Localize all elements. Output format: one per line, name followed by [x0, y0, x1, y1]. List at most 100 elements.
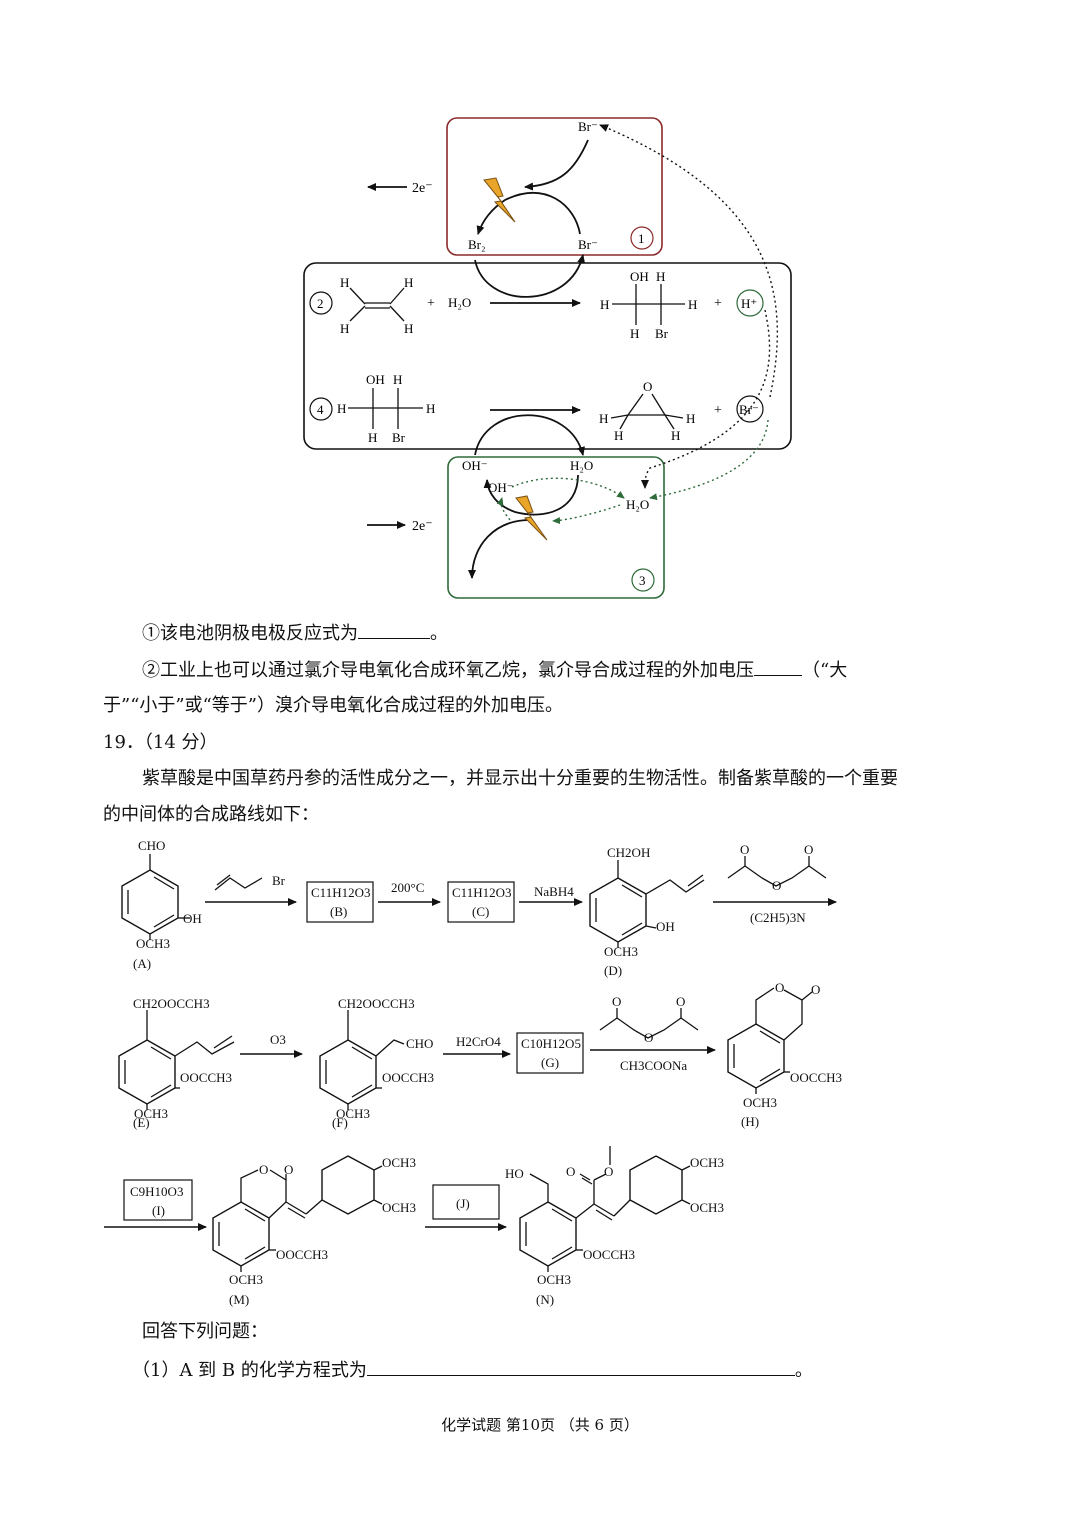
reagent-heat: 200°C: [391, 880, 424, 895]
svg-text:H: H: [337, 401, 346, 416]
svg-text:Br: Br: [392, 430, 406, 445]
compound-J-box: [432, 1184, 500, 1220]
q19-part1: （1）A 到 B 的化学方程式为。: [132, 1357, 813, 1383]
svg-text:OOCCH3: OOCCH3: [790, 1070, 842, 1085]
formula-G: C10H12O5: [521, 1036, 581, 1051]
svg-text:OH: OH: [630, 269, 649, 284]
page-footer: 化学试题 第10页 （共 6 页）: [441, 1416, 639, 1434]
compound-I-box: [123, 1179, 193, 1221]
q19-intro-line1: 紫草酸是中国草药丹参的活性成分之一，并显示出十分重要的生物活性。制备紫草酸的一个…: [142, 768, 898, 789]
svg-text:O: O: [612, 994, 621, 1009]
svg-text:OCH3: OCH3: [134, 1106, 168, 1121]
reagent-sodium-acetate: CH3COONa: [620, 1058, 687, 1073]
svg-text:CHO: CHO: [406, 1036, 433, 1051]
q18-part2-line2: 于”“小于”或“等于”）溴介导电氧化合成过程的外加电压。: [103, 695, 564, 716]
label-E: (E): [133, 1115, 150, 1130]
bromohydrin-structure: OH H H H H Br: [600, 269, 697, 341]
step-4-circle: [309, 397, 333, 421]
cathode-box-3: [447, 456, 665, 599]
svg-text:H: H: [671, 428, 680, 443]
reaction-box-2-4: [303, 262, 792, 450]
svg-text:H: H: [368, 430, 377, 445]
svg-text:H: H: [599, 411, 608, 426]
q19-title: 19．（14 分）: [103, 732, 218, 753]
reagent-allyl-bromide: Br: [272, 873, 286, 888]
electron-in-label: 2e⁻: [412, 519, 433, 534]
compound-G-box: [516, 1032, 584, 1074]
water-top: H₂O: [570, 458, 593, 473]
water-reactant: H₂O: [448, 295, 471, 310]
svg-text:HO: HO: [505, 1166, 524, 1181]
formula-I: C9H10O3: [130, 1184, 183, 1199]
q18-part2-line1: ②工业上也可以通过氯介导电氧化合成环氧乙烷，氯介导合成过程的外加电压（“大: [142, 657, 847, 683]
label-J: (J): [456, 1196, 470, 1211]
svg-text:H: H: [686, 411, 695, 426]
compound-M: O O OCH3 OCH3 OOCCH3 OCH3 (M): [212, 1155, 416, 1307]
label-A: (A): [133, 956, 151, 971]
bromine-label: Br₂: [468, 237, 486, 252]
bromide-top: Br⁻: [578, 119, 598, 134]
svg-text:H: H: [656, 269, 665, 284]
svg-text:OCH3: OCH3: [743, 1095, 777, 1110]
svg-text:OH: OH: [656, 919, 675, 934]
reagent-nabh4: NaBH4: [534, 884, 574, 899]
step-1-circle: [630, 226, 654, 250]
svg-text:OCH3: OCH3: [336, 1106, 370, 1121]
svg-text:OCH3: OCH3: [537, 1272, 571, 1287]
label-G: (G): [541, 1055, 559, 1070]
water-right: H₂O: [626, 497, 649, 512]
svg-text:OOCCH3: OOCCH3: [583, 1247, 635, 1262]
label-I: (I): [152, 1203, 165, 1218]
reagent-ozone: O3: [270, 1032, 286, 1047]
step-3-circle: [631, 568, 655, 592]
proton-circle: [736, 289, 764, 317]
label-M: (M): [229, 1292, 249, 1307]
svg-text:OCH3: OCH3: [229, 1272, 263, 1287]
q19-intro-line2: 的中间体的合成路线如下：: [103, 804, 319, 825]
svg-text:OCH3: OCH3: [382, 1200, 416, 1215]
label-F: (F): [332, 1115, 348, 1130]
acetic-anhydride-reagent: O O O: [727, 842, 827, 893]
compound-F: CH2OOCCH3 CHO OOCCH3 OCH3 (F): [319, 996, 434, 1130]
ethylene-oxide-structure: O H H H H: [599, 379, 695, 443]
compound-D: CH2OH OH OCH3 (D): [589, 845, 705, 978]
compound-E: CH2OOCCH3 OOCCH3 OCH3 (E): [118, 996, 235, 1130]
svg-text:O: O: [740, 842, 749, 857]
svg-text:H: H: [426, 401, 435, 416]
lightning-icon: [515, 495, 548, 541]
compound-B-box: [306, 881, 374, 923]
synthesis-route: CHO OH OCH3 (A) Br C11H12O3 (B) 200°C C1…: [104, 838, 842, 1307]
proton-label: H⁺: [741, 296, 757, 311]
svg-text:O: O: [772, 878, 781, 893]
svg-text:H: H: [404, 275, 413, 290]
label-C: (C): [472, 904, 489, 919]
svg-text:CH2OOCCH3: CH2OOCCH3: [133, 996, 210, 1011]
svg-text:H: H: [340, 275, 349, 290]
compound-H: O O OOCCH3 OCH3 (H): [727, 980, 842, 1129]
lightning-icon: [483, 177, 516, 223]
svg-text:OCH3: OCH3: [690, 1155, 724, 1170]
bromide-circle: [736, 395, 764, 423]
label-N: (N): [536, 1292, 554, 1307]
svg-text:H: H: [340, 321, 349, 336]
svg-text:OH: OH: [183, 911, 202, 926]
svg-text:H: H: [688, 297, 697, 312]
bromide-bottom: Br⁻: [578, 237, 598, 252]
svg-text:OOCCH3: OOCCH3: [276, 1247, 328, 1262]
label-B: (B): [330, 904, 347, 919]
anode-box-1: [446, 117, 663, 256]
formula-B: C11H12O3: [311, 885, 370, 900]
label-H: (H): [741, 1114, 759, 1129]
bromide-product: Br⁻: [739, 402, 759, 417]
svg-text:O: O: [259, 1162, 268, 1177]
label-D: (D): [604, 963, 622, 978]
svg-text:O: O: [643, 379, 652, 394]
svg-text:OCH3: OCH3: [382, 1155, 416, 1170]
plus-sign: +: [714, 403, 722, 418]
compound-A: CHO OH OCH3 (A): [121, 838, 202, 971]
reagent-chromic-acid: H2CrO4: [456, 1034, 501, 1049]
compound-N: HO O O OCH3 OCH3 OOCCH3 OCH3 (N): [505, 1146, 724, 1307]
compound-C-box: [447, 881, 515, 923]
hydroxide-outer: OH⁻: [462, 458, 488, 473]
reagent-triethylamine: (C2H5)3N: [750, 910, 806, 925]
